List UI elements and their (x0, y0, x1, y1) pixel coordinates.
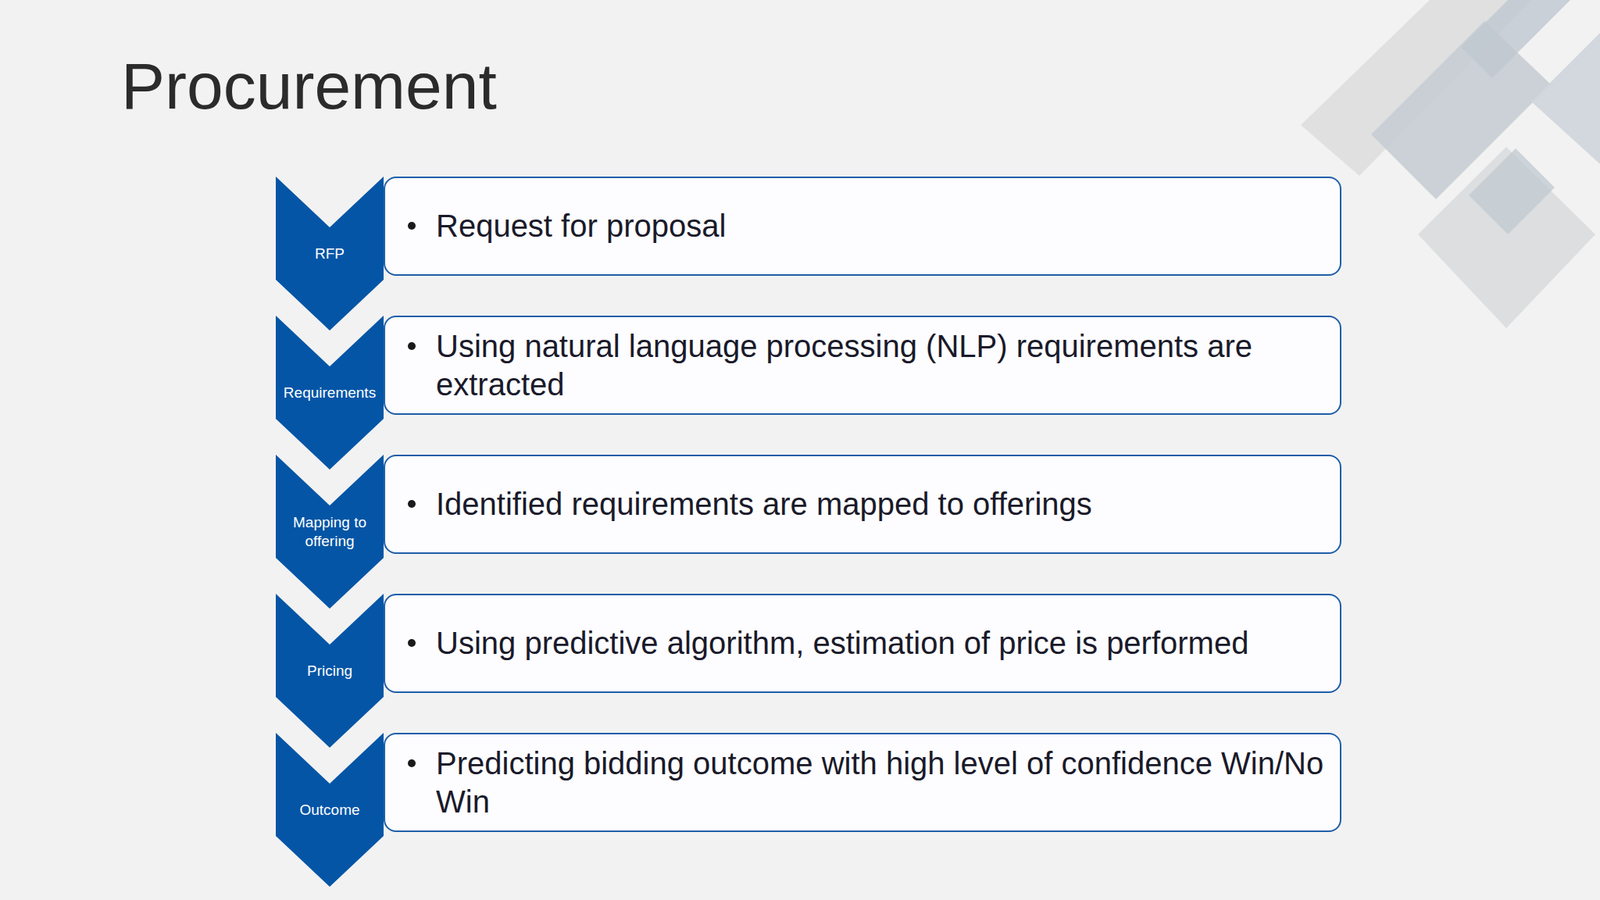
step-description: Predicting bidding outcome with high lev… (435, 744, 1329, 822)
chevron-fill (275, 315, 384, 470)
bullet-row: Using predictive algorithm, estimation o… (407, 624, 1329, 663)
step-label: Outcome (277, 800, 383, 820)
deco-shape (1468, 148, 1555, 235)
bullet-row: Predicting bidding outcome with high lev… (407, 744, 1329, 822)
step-chevron: Mapping to offering (275, 454, 384, 609)
step-chevron: Outcome (275, 732, 384, 887)
step-label: Mapping to offering (277, 513, 383, 551)
bullet-dot (407, 221, 416, 230)
step-chevron: Requirements (275, 315, 384, 470)
step-chevron: Pricing (275, 593, 384, 748)
step-box: Using natural language processing (NLP) … (383, 315, 1342, 415)
step-description: Request for proposal (435, 207, 1329, 246)
step-label: Pricing (277, 661, 383, 681)
bullet-row: Request for proposal (407, 207, 1329, 246)
step-description: Identified requirements are mapped to of… (435, 485, 1329, 524)
chevron-fill (275, 176, 384, 331)
deco-shape (1531, 32, 1600, 165)
bullet-dot (407, 759, 416, 768)
step-box: Predicting bidding outcome with high lev… (383, 732, 1342, 833)
step-box: Using predictive algorithm, estimation o… (383, 593, 1342, 693)
chevron-fill (275, 732, 384, 887)
bullet-dot (407, 500, 416, 508)
bullet-dot (407, 342, 416, 350)
bullet-row: Identified requirements are mapped to of… (407, 485, 1329, 524)
chevron-shape (275, 454, 384, 609)
deco-shape (1417, 146, 1596, 329)
step-box: Identified requirements are mapped to of… (383, 454, 1342, 554)
bullet-dot (407, 639, 416, 647)
chevron-fill (275, 454, 384, 609)
deco-shape (1460, 0, 1571, 79)
step-chevron: RFP (275, 176, 384, 331)
step-description: Using predictive algorithm, estimation o… (435, 624, 1329, 663)
chevron-fill (275, 593, 384, 748)
step-box: Request for proposal (383, 176, 1342, 276)
slide-title: Procurement (121, 48, 497, 125)
step-label: Requirements (277, 383, 383, 403)
bullet-row: Using natural language processing (NLP) … (407, 327, 1329, 404)
step-label: RFP (277, 244, 383, 264)
step-description: Using natural language processing (NLP) … (435, 327, 1329, 404)
